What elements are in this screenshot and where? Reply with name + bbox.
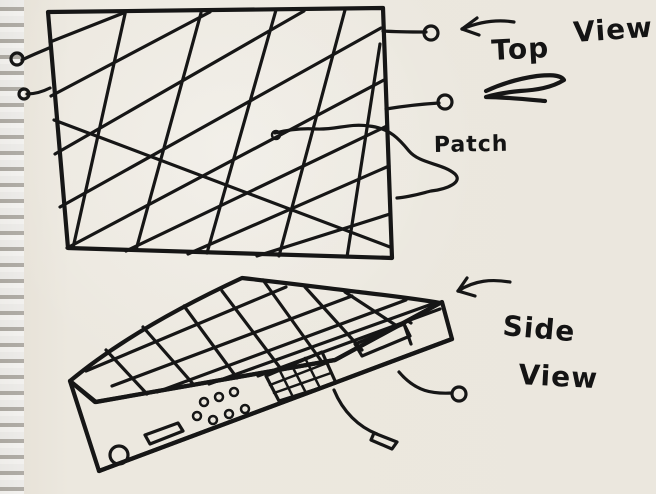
button-dot — [200, 398, 208, 406]
patch-label: Patch — [434, 132, 509, 158]
arrow-left-icon — [458, 278, 510, 296]
button-dot — [225, 410, 233, 418]
side-view-cables — [334, 372, 466, 449]
button-dot — [241, 405, 249, 413]
scribbled-out-text — [486, 75, 564, 101]
side-view-top-surface — [70, 278, 440, 402]
button-dot — [209, 416, 217, 424]
top-right-cable-connectors — [383, 26, 452, 109]
top-label: Top — [491, 31, 550, 67]
top-left-cable-connectors — [11, 48, 50, 99]
side-view: Side View — [70, 278, 599, 471]
button-dot — [215, 393, 223, 401]
button-dot — [193, 412, 201, 420]
view-label-side: View — [518, 358, 599, 395]
top-view: Top View Patch — [11, 8, 654, 258]
side-label: Side — [501, 309, 576, 348]
view-label-top: View — [572, 11, 654, 49]
button-dot — [230, 388, 238, 396]
top-view-grid — [50, 10, 390, 257]
